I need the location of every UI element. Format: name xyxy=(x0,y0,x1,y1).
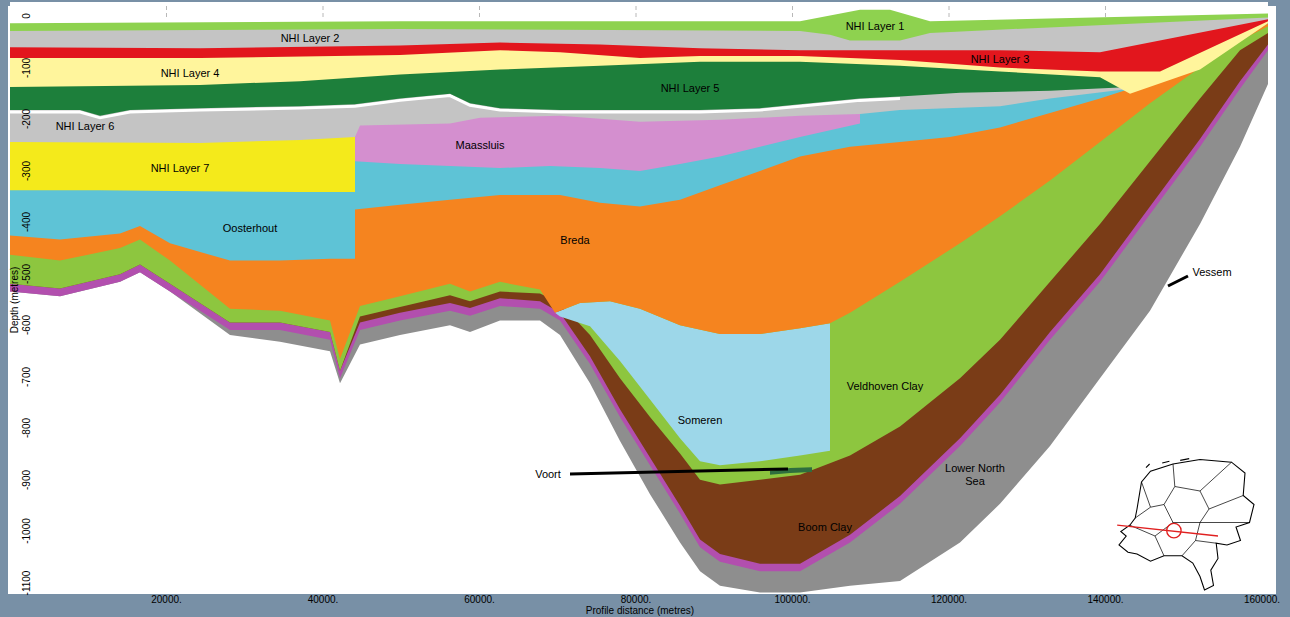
tick-label: -100 xyxy=(21,57,33,77)
layer-label: Boom Clay xyxy=(798,521,852,534)
layer-label: Oosterhout xyxy=(223,222,277,235)
layer-label: Voort xyxy=(535,468,561,481)
layer-label: NHI Layer 5 xyxy=(661,82,720,95)
tick-label: -1100 xyxy=(21,570,33,595)
tick-label: -600 xyxy=(21,315,33,335)
nhi-layer-1-unit xyxy=(10,2,1268,41)
layer-label: NHI Layer 7 xyxy=(151,162,210,175)
layer-label: NHI Layer 2 xyxy=(281,32,340,45)
surface-sky xyxy=(10,2,1268,23)
nhi-layer-3-unit xyxy=(10,2,1268,71)
layer-label: NHI Layer 3 xyxy=(971,53,1030,66)
oosterhout-unit xyxy=(10,2,1268,261)
tick-label: -1000 xyxy=(21,518,33,544)
boom-clay-unit xyxy=(10,2,1268,564)
leader-line xyxy=(1168,276,1188,286)
tick-label: 160000. xyxy=(1244,594,1280,606)
tick-label: -400 xyxy=(21,212,33,232)
tick-label: 40000. xyxy=(308,594,339,606)
nhi-layer-6-unit xyxy=(10,2,1268,143)
layer-label: Veldhoven Clay xyxy=(847,380,923,393)
leader-line xyxy=(570,469,788,474)
layer-label: Breda xyxy=(560,234,589,247)
tick-label: 20000. xyxy=(151,594,182,606)
nhi-layer-2-unit xyxy=(10,2,1268,52)
tick-label: 60000. xyxy=(464,594,495,606)
layer-label: NHI Layer 1 xyxy=(846,20,905,33)
layer-label: Maassluis xyxy=(456,139,505,152)
axis-title: Depth (metres) xyxy=(9,267,21,334)
veldhoven-clay-unit xyxy=(10,2,1268,485)
layer-label: Vessem xyxy=(1192,266,1231,279)
geology xyxy=(10,2,1268,593)
tick-label: 0 xyxy=(21,13,33,19)
layer-label: NHI Layer 4 xyxy=(161,67,220,80)
nhi-layer-5-unit xyxy=(10,2,1268,116)
tick-label: -900 xyxy=(21,469,33,489)
layer-label: NHI Layer 6 xyxy=(56,120,115,133)
tick-label: -700 xyxy=(21,366,33,386)
tick-label: -300 xyxy=(21,160,33,180)
tick-label: 100000. xyxy=(774,594,810,606)
location-map xyxy=(1117,459,1254,590)
lower-north-sea-unit xyxy=(10,2,1268,593)
layer-label: Someren xyxy=(678,414,723,427)
nhi-layer-4-unit xyxy=(10,2,1268,94)
breda-unit xyxy=(10,2,1268,359)
tick-label: 120000. xyxy=(931,594,967,606)
magenta-unit xyxy=(10,2,1268,571)
layer-label: Lower North Sea xyxy=(945,462,1005,487)
tick-label: -200 xyxy=(21,109,33,129)
tick-label: -800 xyxy=(21,418,33,438)
axis-title: Profile distance (metres) xyxy=(586,605,694,617)
tick-label: 140000. xyxy=(1087,594,1123,606)
grid-lines xyxy=(167,6,1106,20)
tick-label: -500 xyxy=(21,263,33,283)
tick-label: 80000. xyxy=(621,594,652,606)
